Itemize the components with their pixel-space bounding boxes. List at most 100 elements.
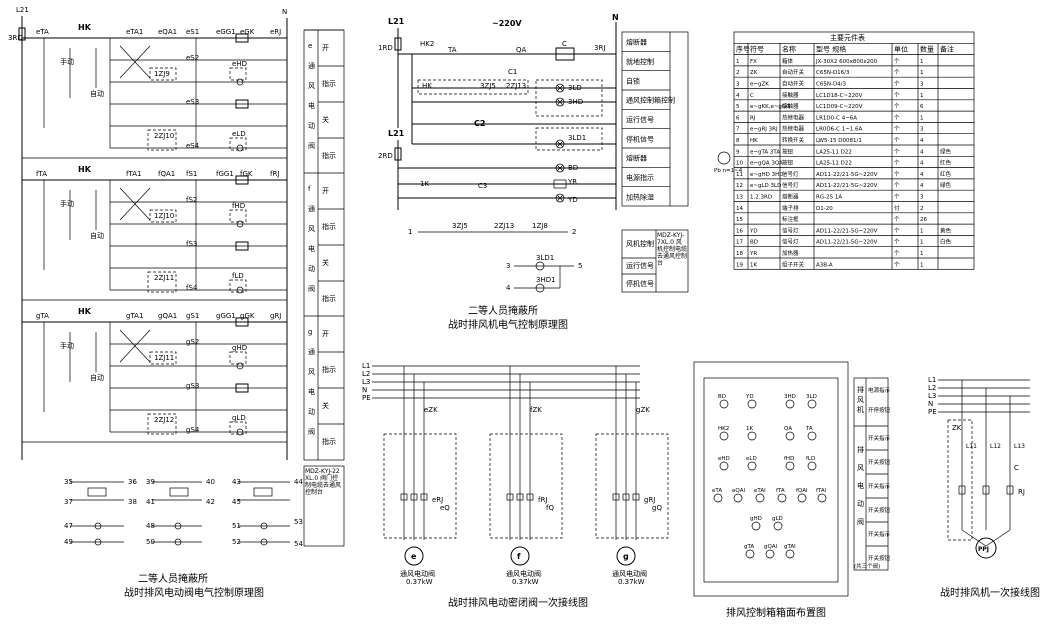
parts-cell: 3 [920,127,924,133]
panel-indicator[interactable] [807,399,817,409]
fan-l21b: L21 [388,129,405,138]
fan-fuse-label: L11 [966,443,977,450]
svg-text:手动: 手动 [60,57,74,66]
fan-lamp-label-1: 3LD1 [536,254,554,262]
panel-indicator[interactable] [747,399,757,409]
svg-text:38: 38 [128,498,137,506]
parts-cell: e~gRJ 3RJ [750,127,778,133]
panel-indicator[interactable] [755,493,765,503]
panel-indicator[interactable] [797,493,807,503]
valve-motor-letter: e [411,552,417,561]
fan-func-0: 熔断器 [626,38,647,47]
panel-indicator[interactable] [713,493,723,503]
panel-legend-bottom: (共三个阀) [854,562,880,570]
svg-text:BD: BD [568,164,578,172]
svg-text:gS2: gS2 [186,338,199,346]
fan-n: N [612,13,619,22]
svg-text:eGK: eGK [240,28,255,36]
parts-cell: C [750,93,754,99]
panel-indicator[interactable] [785,399,795,409]
svg-text:fGG1: fGG1 [216,170,234,178]
parts-cell: 11 [736,172,743,178]
panel-indicator[interactable] [719,461,729,471]
parts-cell: C65N-D16/3 [816,70,850,76]
parts-cell: e~gKK,e~gGG [750,104,790,110]
svg-text:C2: C2 [474,119,485,128]
panel-indicator[interactable] [807,461,817,471]
panel-indicator[interactable] [747,431,757,441]
parts-cell: 7 [736,127,740,133]
svg-text:eTA1: eTA1 [126,28,143,36]
panel-indicator[interactable] [773,521,783,531]
parts-cell: 热继电器 [782,113,805,121]
fan-func-4: 运行信号 [626,115,654,124]
panel-indicator[interactable] [777,493,787,503]
svg-text:50: 50 [146,538,155,546]
panel-indicator[interactable] [745,549,755,559]
fan-caption-2: 战时排风机电气控制原理图 [448,318,568,331]
panel-label: eQAl [732,488,745,494]
panel-legend-side-2-char: 阀 [857,517,864,526]
panel-indicator[interactable] [719,399,729,409]
valve-e-vlabel: 动 [308,121,315,130]
svg-text:42: 42 [206,498,215,506]
panel-indicator[interactable] [747,461,757,471]
parts-cell: e~gQA 3QA [750,161,783,167]
valve-motor-desc-2: 0.37kW [512,578,539,586]
svg-text:40: 40 [206,478,215,486]
svg-text:fTA1: fTA1 [126,170,141,178]
panel-indicator[interactable] [751,521,761,531]
valve-g-vlabel: 通 [308,347,315,356]
panel-indicator[interactable] [807,431,817,441]
svg-text:1K: 1K [420,180,429,188]
svg-text:1ZJ10: 1ZJ10 [154,212,174,220]
panel-indicator[interactable] [817,493,827,503]
parts-cell: 3 [920,82,924,88]
parts-cell: 17 [736,240,743,246]
valve-g-vlabel: g [308,328,312,336]
svg-text:QA: QA [516,46,527,54]
panel-indicator[interactable] [733,493,743,503]
valve-f-vlabel: 风 [308,225,315,233]
parts-cell: BD [750,240,758,246]
svg-text:gS1: gS1 [186,312,199,320]
parts-cell: 信号灯 [782,238,799,246]
svg-text:39: 39 [146,478,155,486]
svg-text:HK2: HK2 [420,40,434,48]
svg-text:fS4: fS4 [186,284,198,292]
svg-text:eQA1: eQA1 [158,28,177,36]
valve-wiring-diagram: L1L2L3NPEeZKeRJeQe通风电动阀0.37kWfZKfRJfQf通风… [362,362,669,609]
valve-wiring-rj: eRJ [432,496,443,504]
fan-func-3: 通风控制箱控制 [626,96,675,105]
valve-g-vlabel: 动 [308,407,315,416]
parts-cell: 1 [920,70,924,76]
valve-bus-L3: L3 [362,378,370,386]
svg-text:2ZJ11: 2ZJ11 [154,274,174,282]
panel-indicator[interactable] [785,549,795,559]
panel-indicator[interactable] [785,461,795,471]
parts-cell: 箱体 [782,57,794,65]
panel-legend-row: 开关按钮 [868,554,891,562]
panel-indicator[interactable] [719,431,729,441]
svg-text:43: 43 [232,478,241,486]
svg-text:HK: HK [422,82,432,90]
parts-cell: 端子排 [782,204,799,212]
svg-text:3LD: 3LD [568,84,582,92]
parts-cell: 4 [920,183,924,189]
valve-f-vlabel: 阀 [308,284,315,293]
parts-cell: 6 [920,104,924,110]
fan-voltage: ~220V [492,19,522,28]
parts-header-2: 名称 [782,45,796,54]
svg-text:eS4: eS4 [186,142,200,150]
parts-cell: 个 [894,126,900,133]
panel-indicator[interactable] [765,549,775,559]
parts-cell: 个 [894,182,900,189]
panel-indicator[interactable] [785,431,795,441]
parts-cell: A3B-A [816,262,833,268]
valve-g-hk: HK [78,307,92,316]
parts-cell: 自动开关 [782,68,805,76]
parts-cell: AD11-22/21-5G~220V [816,183,878,189]
parts-cell: 红色 [940,170,952,178]
fan-func-6: 熔断器 [626,154,647,163]
